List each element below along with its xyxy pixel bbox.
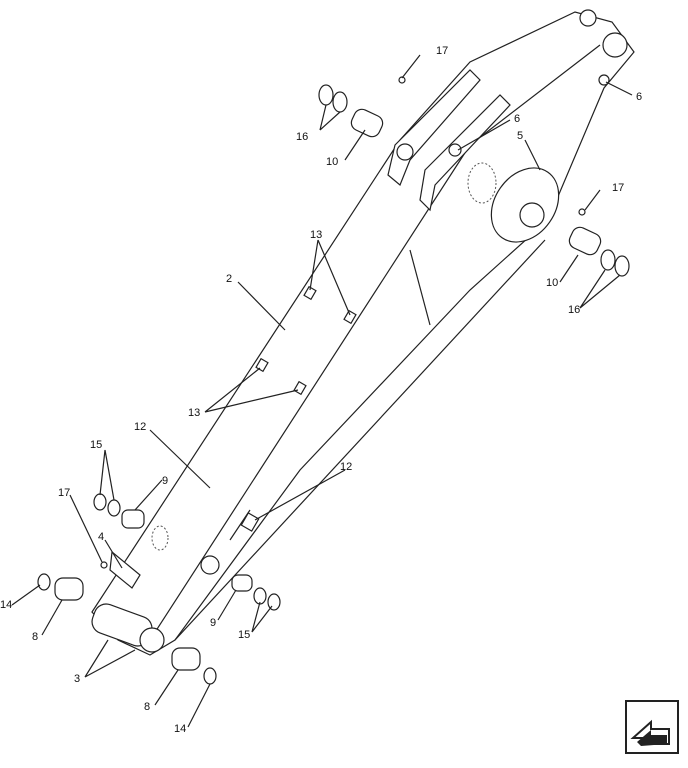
callout-12: 12	[340, 461, 352, 473]
boom-body	[91, 11, 635, 656]
callout-14: 14	[174, 723, 186, 735]
callout-10: 10	[546, 277, 558, 289]
callout-9: 9	[210, 617, 216, 629]
next-page-button[interactable]	[625, 700, 679, 754]
callout-6: 6	[514, 113, 520, 125]
callout-17: 17	[58, 487, 70, 499]
callout-8: 8	[32, 631, 38, 643]
callout-17: 17	[612, 182, 624, 194]
callout-5: 5	[517, 130, 523, 142]
callout-9: 9	[162, 475, 168, 487]
bushing-9	[121, 509, 145, 529]
bracket-pin-hole	[396, 143, 414, 161]
callout-8: 8	[144, 701, 150, 713]
callout-14: 14	[0, 599, 12, 611]
callout-16: 16	[568, 304, 580, 316]
callout-12: 12	[134, 421, 146, 433]
callout-15: 15	[90, 439, 102, 451]
callout-3: 3	[74, 673, 80, 685]
callout-13: 13	[188, 407, 200, 419]
callout-13: 13	[310, 229, 322, 241]
callout-6: 6	[636, 91, 642, 103]
callout-2: 2	[226, 273, 232, 285]
next-page-arrow-icon	[630, 719, 670, 746]
callout-16: 16	[296, 131, 308, 143]
bushing-10	[350, 108, 384, 138]
callout-15: 15	[238, 629, 250, 641]
bushing-10b	[568, 226, 602, 256]
callout-17: 17	[436, 45, 448, 57]
callout-4: 4	[98, 531, 104, 543]
pivot-hole	[602, 32, 628, 58]
callout-10: 10	[326, 156, 338, 168]
